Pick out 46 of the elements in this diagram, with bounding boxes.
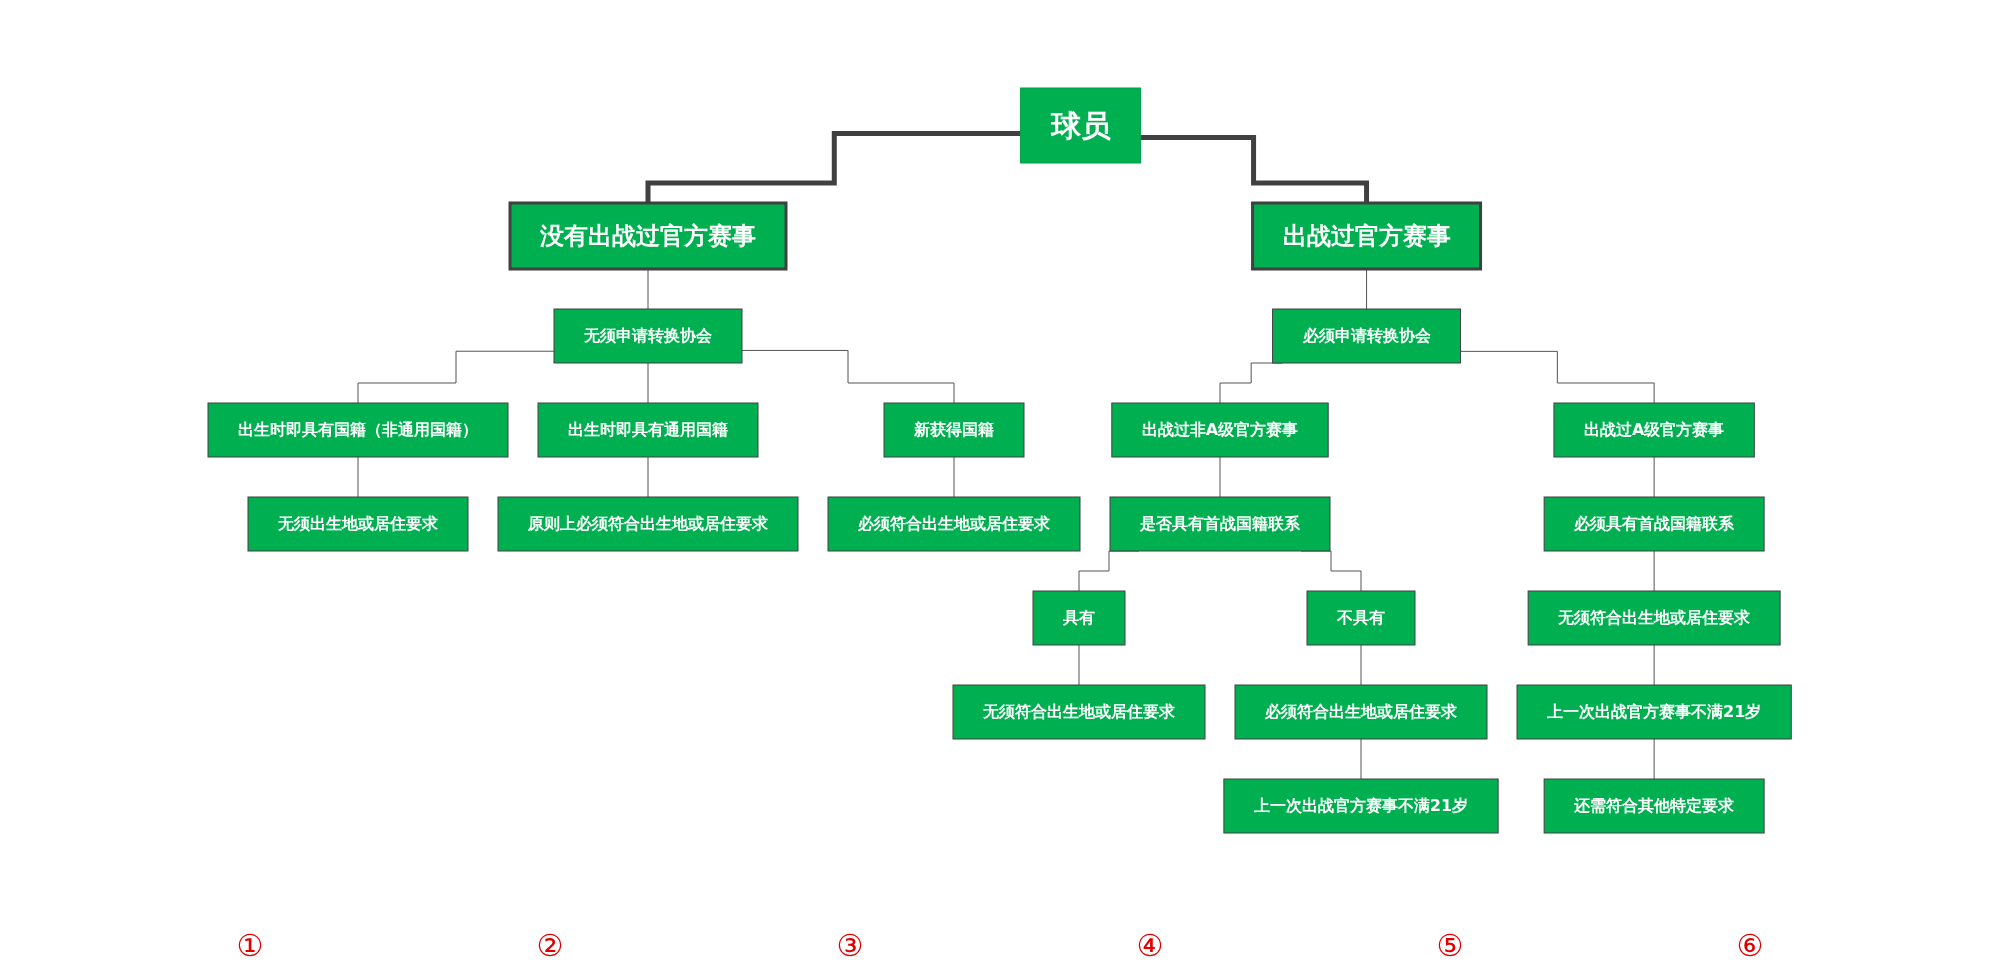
node-box: 上一次出战官方赛事不满21岁 xyxy=(1223,778,1499,833)
connector xyxy=(1654,644,1655,685)
connector xyxy=(647,456,649,497)
node-box: 必须符合出生地或居住要求 xyxy=(1234,684,1488,739)
node-box: 原则上必须符合出生地或居住要求 xyxy=(497,496,799,551)
node-box: 无须符合出生地或居住要求 xyxy=(1528,590,1781,645)
node-box: 出生时即具有通用国籍 xyxy=(537,402,759,457)
connector xyxy=(647,268,649,309)
node-box: 不具有 xyxy=(1306,590,1416,645)
node-box: 出战过A级官方赛事 xyxy=(1553,402,1756,457)
node-box: 是否具有首战国籍联系 xyxy=(1109,496,1331,551)
connector xyxy=(1654,456,1655,497)
node-box: 球员 xyxy=(1020,87,1142,163)
node-box: 必须申请转换协会 xyxy=(1272,308,1462,363)
circled-number: ② xyxy=(536,928,564,963)
node-box: 出生时即具有国籍（非通用国籍） xyxy=(207,402,509,457)
node-box: 还需符合其他特定要求 xyxy=(1544,778,1765,833)
connector xyxy=(1219,456,1221,497)
connector xyxy=(1460,350,1655,403)
connector xyxy=(357,456,359,497)
circled-number: ⑥ xyxy=(1736,928,1764,963)
connector xyxy=(1654,550,1655,591)
node-box: 具有 xyxy=(1032,590,1126,645)
node-box: 上一次出战官方赛事不满21岁 xyxy=(1516,684,1793,739)
connector xyxy=(1360,738,1362,779)
connector xyxy=(1360,644,1362,685)
node-box: 出战过官方赛事 xyxy=(1251,201,1483,270)
connector xyxy=(953,456,955,497)
node-box: 无须申请转换协会 xyxy=(553,308,743,363)
connector xyxy=(1654,738,1655,779)
node-box: 新获得国籍 xyxy=(883,402,1025,457)
connector xyxy=(1078,644,1080,685)
connector xyxy=(647,362,649,403)
circled-number: ① xyxy=(236,928,264,963)
node-box: 没有出战过官方赛事 xyxy=(508,201,788,270)
connector xyxy=(741,349,955,403)
node-box: 出战过非A级官方赛事 xyxy=(1111,402,1330,457)
node-box: 必须符合出生地或居住要求 xyxy=(827,496,1081,551)
connector xyxy=(1366,268,1368,309)
node-box: 必须具有首战国籍联系 xyxy=(1544,496,1765,551)
circled-number: ③ xyxy=(836,928,864,963)
connector xyxy=(357,350,555,403)
circled-number: ⑤ xyxy=(1436,928,1464,963)
node-box: 无须出生地或居住要求 xyxy=(247,496,469,551)
circled-number: ④ xyxy=(1136,928,1164,963)
node-box: 无须符合出生地或居住要求 xyxy=(952,684,1206,739)
